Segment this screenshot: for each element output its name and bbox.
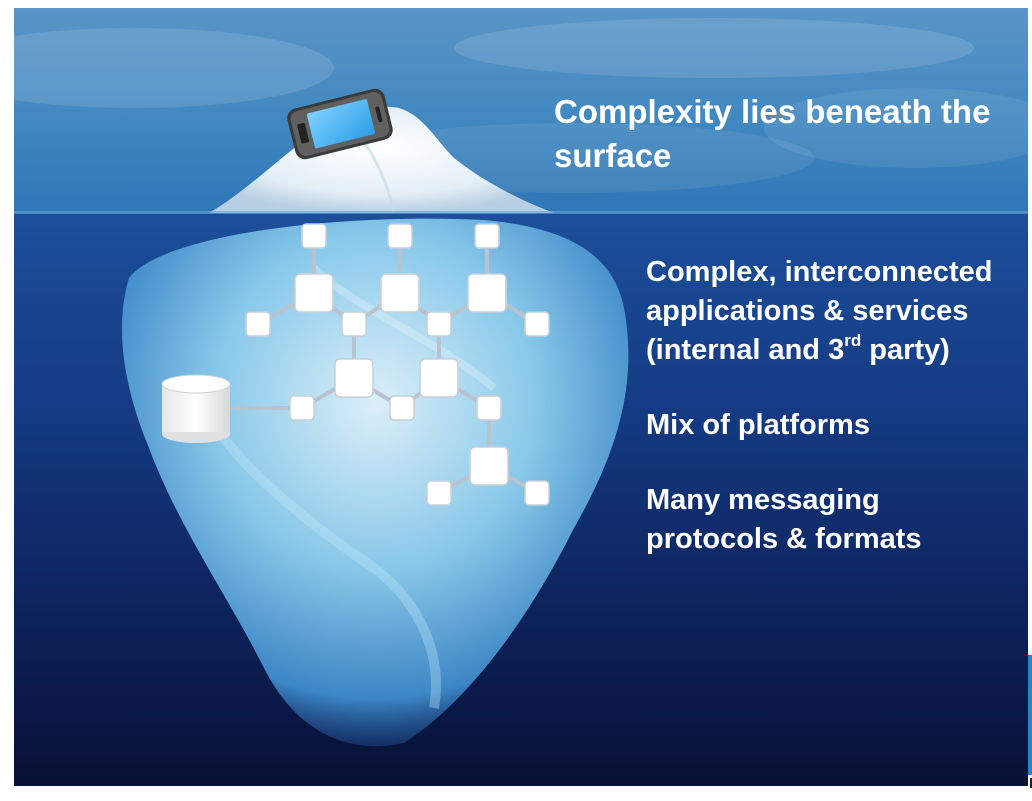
node-icon <box>426 311 452 337</box>
node-icon <box>524 311 550 337</box>
headline: Complexity lies beneath the surface <box>554 93 991 174</box>
node-icon <box>476 395 502 421</box>
node-icon <box>294 273 334 313</box>
database-icon <box>161 374 231 443</box>
bullet-mix-of-platforms: Mix of platforms <box>646 406 1006 445</box>
node-icon <box>467 273 507 313</box>
bullet-interconnected-apps: Complex, interconnected applications & s… <box>646 253 1006 370</box>
smartphone-icon <box>287 88 393 160</box>
bullet-messaging-protocols: Many messaging protocols & formats <box>646 481 1006 559</box>
node-icon <box>380 273 420 313</box>
node-icon <box>389 395 415 421</box>
node-icon <box>426 480 452 506</box>
node-icon <box>524 480 550 506</box>
node-icon <box>334 358 374 398</box>
node-icon <box>245 311 271 337</box>
iceberg-illustration <box>14 8 1028 786</box>
node-icon <box>419 358 459 398</box>
edge-accent <box>1028 655 1032 775</box>
node-icon <box>474 223 500 249</box>
bullet-text: Mix of platforms <box>646 409 870 441</box>
node-icons <box>245 223 550 506</box>
bullet-text: Complex, interconnected applications & s… <box>646 256 993 366</box>
bullet-text: Many messaging protocols & formats <box>646 484 922 555</box>
slide: Complexity lies beneath the surface Comp… <box>14 8 1028 786</box>
node-icon <box>301 223 327 249</box>
node-icon <box>387 223 413 249</box>
bullet-superscript: rd <box>844 331 862 351</box>
node-icon <box>341 311 367 337</box>
corner-accent <box>1030 778 1032 788</box>
bullet-text-end: party) <box>861 334 950 366</box>
node-icon <box>289 395 315 421</box>
bullet-list: Complex, interconnected applications & s… <box>646 253 1006 595</box>
node-icon <box>469 446 509 486</box>
